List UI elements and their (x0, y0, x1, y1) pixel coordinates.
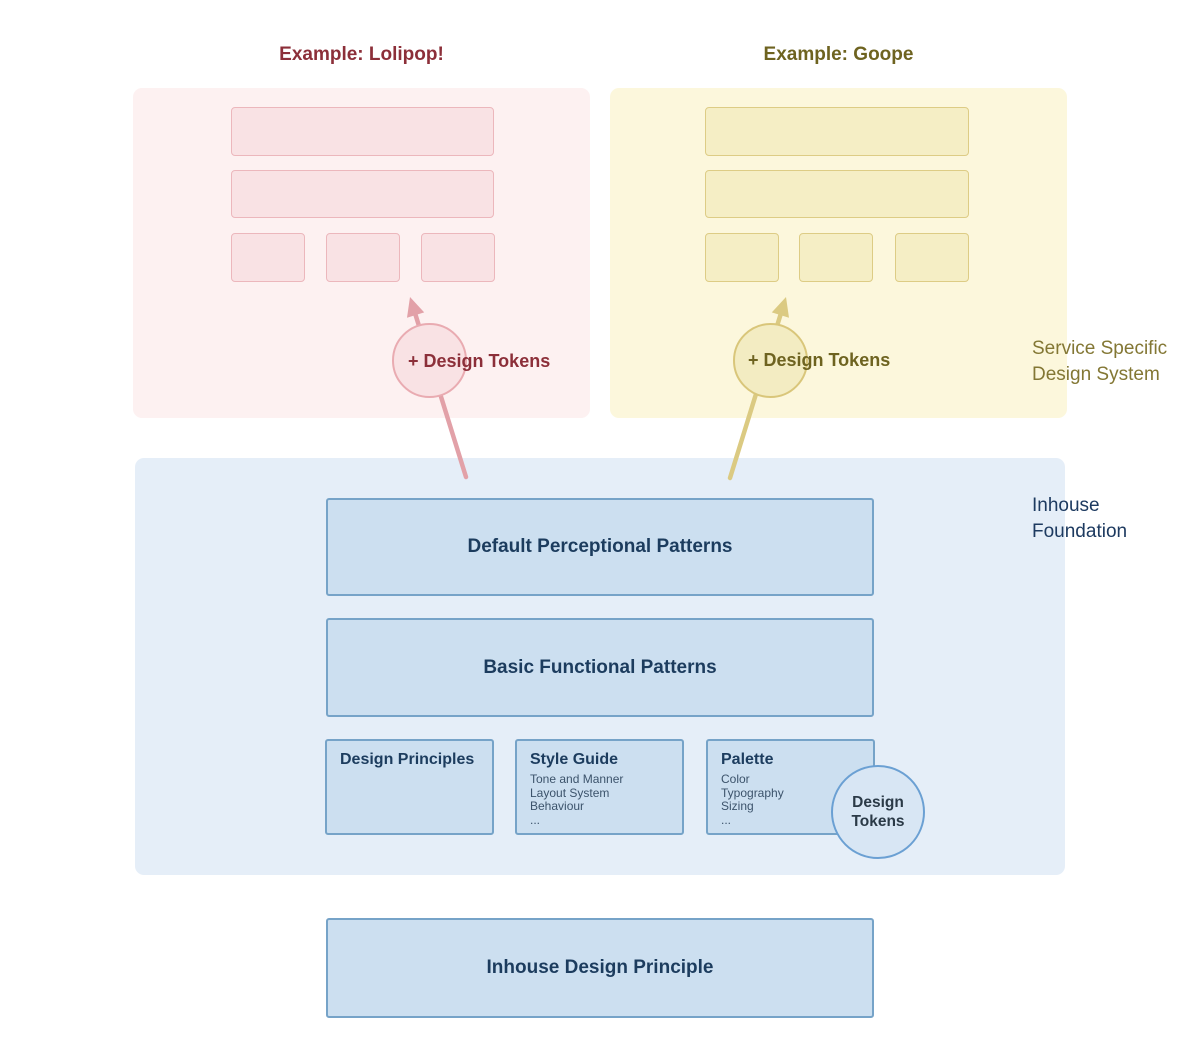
palette-title: Palette (721, 751, 774, 768)
default-perceptional-patterns-box: Default Perceptional Patterns (326, 498, 874, 596)
design-tokens-circle-foundation: Design Tokens (831, 765, 925, 859)
wireframe-card (705, 233, 779, 282)
service-specific-line2: Design System (1032, 364, 1160, 385)
inhouse-foundation-line1: Inhouse (1032, 495, 1100, 516)
inhouse-foundation-line2: Foundation (1032, 521, 1128, 542)
inhouse-design-principle-title: Inhouse Design Principle (486, 957, 714, 978)
wireframe-content-row (705, 170, 969, 218)
wireframe-card (231, 233, 305, 282)
example-goope-panel (610, 88, 1067, 418)
wireframe-card (895, 233, 969, 282)
inhouse-design-principle-box: Inhouse Design Principle (326, 918, 874, 1018)
palette-item: Sizing (721, 799, 754, 813)
design-tokens-circle-line2: Tokens (851, 813, 905, 830)
design-tokens-label-goope: + Design Tokens (748, 350, 891, 370)
wireframe-card (799, 233, 873, 282)
service-specific-line1: Service Specific (1032, 338, 1168, 359)
example-lolipop-title: Example: Lolipop! (279, 44, 444, 65)
wireframe-content-row (231, 170, 494, 218)
palette-item: Color (721, 772, 750, 786)
style-guide-item: Tone and Manner (530, 772, 624, 786)
wireframe-header-row (705, 107, 969, 156)
palette-item: ... (721, 812, 732, 827)
default-perceptional-patterns-title: Default Perceptional Patterns (467, 536, 733, 557)
style-guide-item: Behaviour (530, 799, 585, 813)
design-principles-title: Design Principles (340, 751, 475, 768)
design-tokens-label-lolipop: + Design Tokens (408, 351, 551, 371)
style-guide-item: Layout System (530, 785, 610, 800)
wireframe-header-row (231, 107, 494, 156)
example-lolipop-panel (133, 88, 590, 418)
palette-item: Typography (721, 785, 784, 800)
style-guide-item: ... (530, 812, 541, 827)
palette-items: Color Typography Sizing ... (721, 772, 863, 827)
inhouse-foundation-label: Inhouse Foundation (1032, 493, 1127, 545)
wireframe-card (421, 233, 495, 282)
example-goope-title: Example: Goope (763, 44, 914, 65)
design-tokens-circle-line1: Design (852, 794, 904, 811)
basic-functional-patterns-box: Basic Functional Patterns (326, 618, 874, 717)
design-principles-box: Design Principles (325, 739, 494, 835)
style-guide-title: Style Guide (530, 751, 619, 768)
basic-functional-patterns-title: Basic Functional Patterns (483, 656, 717, 678)
style-guide-box: Style Guide Tone and Manner Layout Syste… (515, 739, 684, 835)
service-specific-label: Service Specific Design System (1032, 336, 1167, 388)
style-guide-items: Tone and Manner Layout System Behaviour … (530, 772, 672, 827)
wireframe-card (326, 233, 400, 282)
